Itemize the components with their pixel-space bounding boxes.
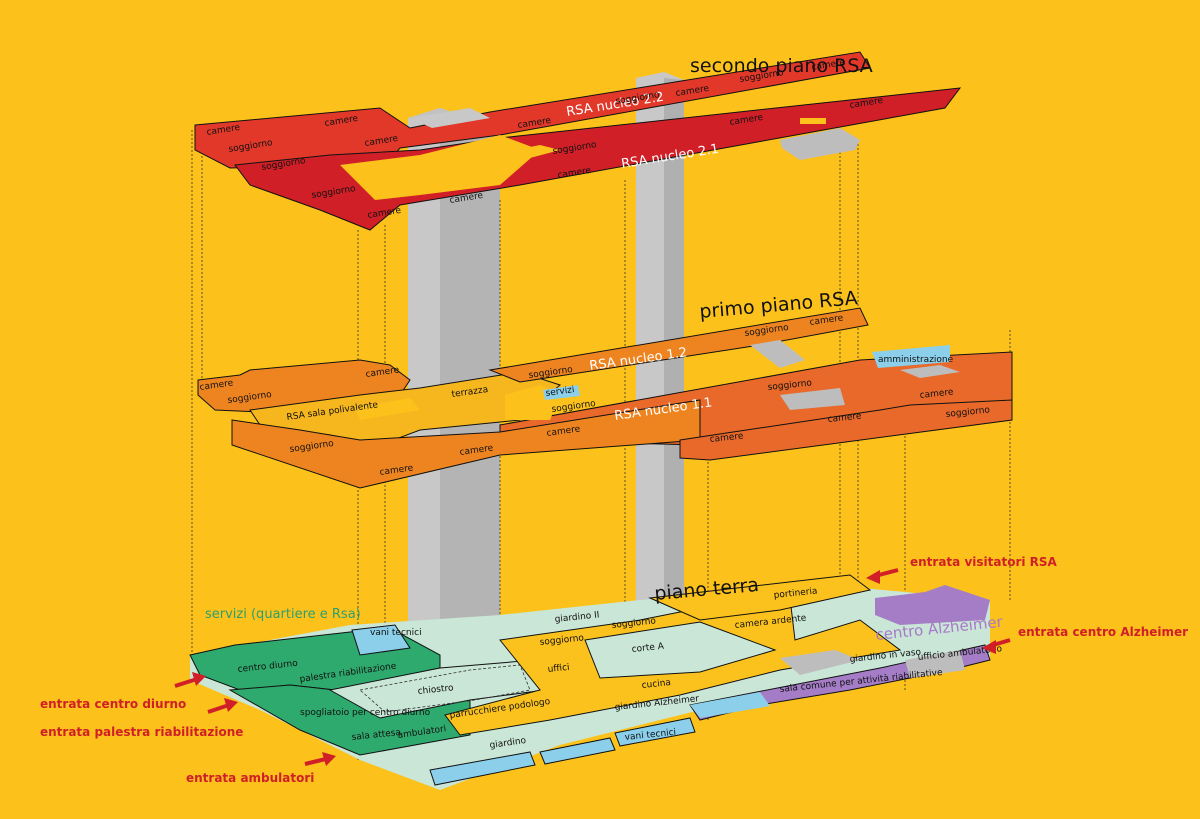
arrow-head-icon bbox=[224, 698, 238, 712]
room-label: spogliatoio per centro diurno bbox=[300, 708, 431, 718]
room-label: camere bbox=[199, 378, 234, 393]
room-label: corte A bbox=[631, 642, 665, 655]
entrance-label: entrata palestra riabilitazione bbox=[40, 725, 243, 739]
room-label: camere bbox=[546, 424, 581, 439]
arrow-head-icon bbox=[982, 640, 996, 654]
room-label: soggiorno bbox=[945, 405, 991, 420]
entrance-alzheimer: entrata centro Alzheimer bbox=[982, 625, 1188, 654]
room-label: camere bbox=[709, 431, 744, 445]
arrow-head-icon bbox=[192, 672, 206, 686]
room-label: uffici bbox=[547, 663, 570, 675]
entrance-label: entrata centro diurno bbox=[40, 697, 186, 711]
room-label: soggiorno bbox=[767, 378, 813, 393]
room-label: soggiorno bbox=[611, 616, 657, 631]
entrance-label: entrata ambulatori bbox=[186, 771, 314, 785]
floor-first bbox=[197, 307, 1013, 489]
room-label: camere bbox=[827, 411, 862, 425]
entrance-ambulatori: entrata ambulatori bbox=[186, 752, 336, 785]
room-label: camere bbox=[809, 313, 844, 328]
entrance-label: entrata centro Alzheimer bbox=[1018, 625, 1188, 639]
arrow-head-icon bbox=[322, 752, 336, 766]
room-label: camere bbox=[459, 443, 494, 458]
entrance-palestra: entrata palestra riabilitazione bbox=[40, 698, 243, 739]
floor-second bbox=[194, 51, 962, 231]
title-second-floor: secondo piano RSA bbox=[690, 55, 873, 77]
entrance-label: entrata visitatori RSA bbox=[910, 555, 1058, 569]
room-label: chiostro bbox=[417, 683, 454, 697]
room-label: servizi bbox=[545, 385, 575, 399]
room-label: camere bbox=[919, 387, 954, 401]
legend-services: servizi (quartiere e Rsa) bbox=[205, 607, 361, 622]
room-label: portineria bbox=[773, 586, 818, 601]
room-label: amministrazione bbox=[878, 355, 954, 365]
arrow-head-icon bbox=[866, 570, 880, 584]
room-label: camere bbox=[379, 463, 414, 478]
entrance-centro-diurno: entrata centro diurno bbox=[40, 672, 206, 711]
room-label: giardino II bbox=[554, 610, 600, 625]
entrance-visitatori: entrata visitatori RSA bbox=[866, 555, 1058, 584]
floor-ground bbox=[189, 574, 991, 790]
room-label: vani tecnici bbox=[370, 628, 422, 638]
room-label: camere bbox=[365, 365, 400, 380]
room-label: cucina bbox=[641, 678, 671, 691]
room-label: soggiorno bbox=[539, 633, 585, 648]
